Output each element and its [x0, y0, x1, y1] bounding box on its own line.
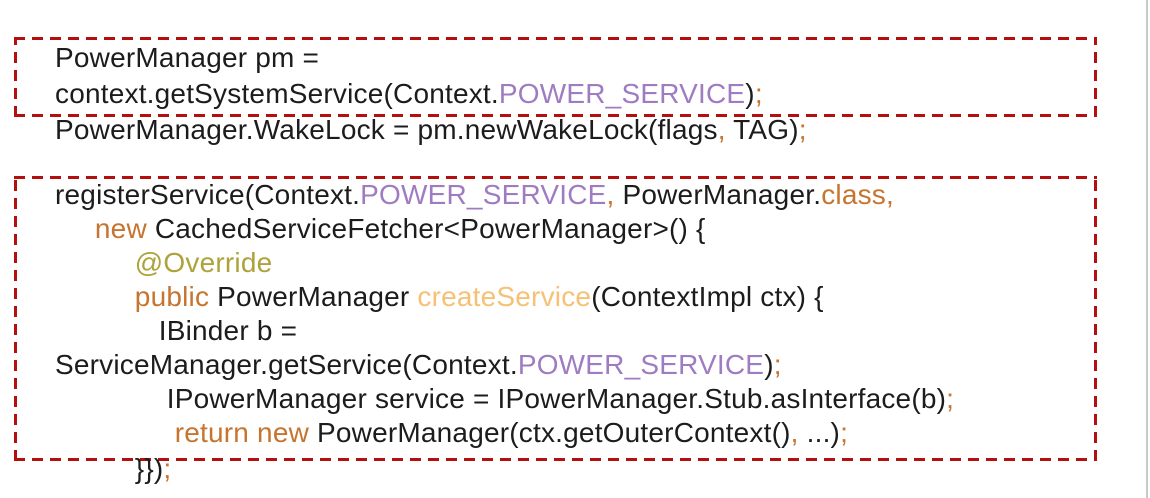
code-segment-default	[249, 417, 257, 448]
highlight-box-register-service	[14, 176, 1097, 461]
code-segment-keyword: public	[134, 281, 210, 312]
code-segment-default: PowerManager pm =	[55, 42, 320, 73]
code-line-10: IPowerManager service = IPowerManager.St…	[55, 383, 954, 415]
code-segment-default	[55, 417, 175, 448]
code-segment-keyword: new	[94, 213, 147, 244]
code-segment-default: PowerManager(ctx.getOuterContext()	[309, 417, 791, 448]
code-segment-method: createService	[417, 281, 592, 312]
code-segment-default	[55, 247, 135, 278]
code-line-4: registerService(Context.POWER_SERVICE, P…	[55, 179, 894, 211]
code-segment-constant: POWER_SERVICE	[360, 179, 607, 210]
code-segment-default: (ContextImpl ctx) {	[591, 281, 824, 312]
code-segment-keyword: ;	[840, 417, 849, 448]
code-segment-default: IBinder b =	[55, 315, 298, 346]
slide-edge-line	[1146, 0, 1148, 498]
code-segment-default: }})	[55, 453, 164, 484]
code-segment-default	[55, 281, 135, 312]
code-segment-default	[55, 213, 95, 244]
code-line-2: context.getSystemService(Context.POWER_S…	[55, 78, 763, 110]
code-segment-keyword: class	[821, 179, 886, 210]
code-segment-keyword: ;	[798, 114, 807, 145]
code-line-12: }});	[55, 453, 171, 485]
code-segment-keyword: ;	[773, 349, 782, 380]
code-segment-default: )	[745, 78, 755, 109]
code-segment-default: IPowerManager service = IPowerManager.St…	[55, 383, 947, 414]
code-segment-default: context.getSystemService(Context.	[55, 78, 499, 109]
code-line-8: IBinder b =	[55, 315, 297, 347]
code-segment-default: registerService(Context.	[55, 179, 361, 210]
code-segment-keyword: ,	[790, 417, 799, 448]
code-line-5: new CachedServiceFetcher<PowerManager>()…	[55, 213, 706, 245]
code-segment-default: ...)	[798, 417, 841, 448]
code-segment-default: PowerManager.	[614, 179, 822, 210]
code-segment-constant: POWER_SERVICE	[517, 349, 765, 380]
code-segment-annotation: @Override	[134, 247, 273, 278]
code-line-11: return new PowerManager(ctx.getOuterCont…	[55, 417, 848, 449]
code-segment-default: ServiceManager.getService(Context.	[55, 349, 518, 380]
code-line-1: PowerManager pm =	[55, 42, 319, 74]
code-segment-default: PowerManager	[209, 281, 418, 312]
code-segment-keyword: ,	[606, 179, 615, 210]
code-segment-keyword: ;	[754, 78, 763, 109]
code-segment-keyword: new	[257, 417, 310, 448]
code-line-6: @Override	[55, 247, 272, 279]
code-segment-default: )	[764, 349, 774, 380]
code-segment-keyword: return	[174, 417, 250, 448]
highlight-box-get-system-service	[14, 37, 1097, 117]
code-line-3: PowerManager.WakeLock = pm.newWakeLock(f…	[55, 114, 807, 146]
code-segment-keyword: ,	[886, 179, 894, 210]
code-segment-keyword: ,	[717, 114, 726, 145]
code-segment-keyword: ;	[163, 453, 172, 484]
code-segment-default: PowerManager.WakeLock = pm.newWakeLock(f…	[55, 114, 718, 145]
code-segment-default: TAG)	[725, 114, 799, 145]
code-segment-constant: POWER_SERVICE	[498, 78, 746, 109]
code-line-9: ServiceManager.getService(Context.POWER_…	[55, 349, 782, 381]
code-segment-keyword: ;	[946, 383, 955, 414]
code-segment-default: CachedServiceFetcher<PowerManager>() {	[146, 213, 706, 244]
code-line-7: public PowerManager createService(Contex…	[55, 281, 824, 313]
